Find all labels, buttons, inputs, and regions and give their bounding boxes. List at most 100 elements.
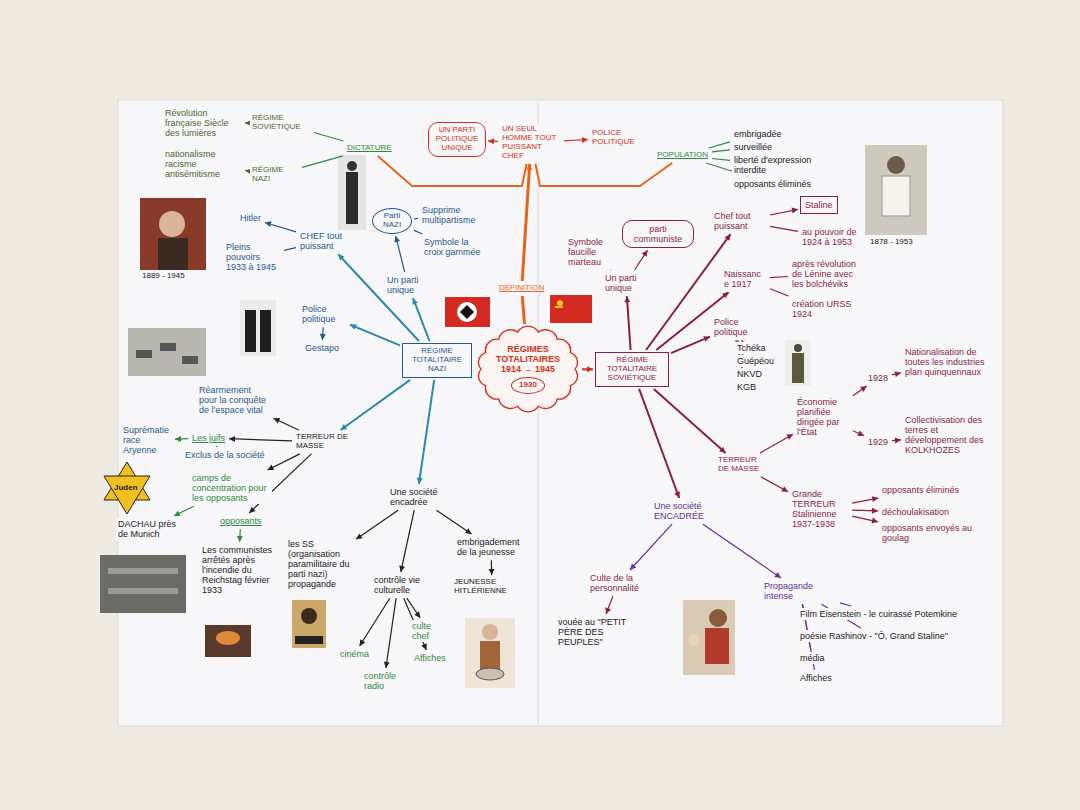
arrow-head	[350, 324, 357, 330]
connector-path	[419, 380, 434, 484]
arrow-head	[722, 292, 729, 298]
mindmap-text: Une société encadrée	[388, 486, 446, 508]
mindmap-text: NKVD	[735, 368, 764, 380]
node-text: Un parti unique	[605, 273, 647, 293]
mindmap-text: Un parti unique	[603, 272, 649, 294]
connector-arrow	[770, 208, 798, 216]
arrow-head	[338, 254, 344, 260]
arrow-head	[860, 386, 867, 392]
node-text: culte chef	[412, 621, 446, 641]
police-figure	[245, 310, 256, 352]
mindmap-text: 1928	[866, 372, 890, 384]
node-text: RÉGIME TOTALITAIRE SOVIÉTIQUE	[600, 356, 664, 383]
mindmap-text: poésie Rashinov - "Ô, Grand Staline"	[798, 630, 950, 642]
node-text: Un parti unique	[387, 275, 429, 295]
connector-path	[671, 337, 710, 353]
caption-label: Juden	[114, 484, 138, 493]
connector-arrow	[394, 236, 404, 272]
connector-arrow	[384, 598, 396, 668]
connector-path	[654, 389, 726, 453]
node-text: CHEF tout puissant	[300, 231, 352, 251]
connector-line	[216, 446, 218, 448]
node-text: TERREUR DE MASSE	[718, 456, 760, 474]
node-text: RÉGIME TOTALITAIRE NAZI	[407, 347, 467, 374]
connector-arrow	[436, 510, 471, 534]
connector-arrow	[624, 296, 630, 350]
node-text: camps de concentration pour les opposant…	[192, 473, 270, 503]
node-text: Affiches	[800, 673, 832, 683]
caption-label: 1889 - 1945	[142, 272, 185, 281]
connector-path	[360, 598, 390, 646]
node-text: Chef tout puissant	[714, 211, 766, 231]
node-text: Affiches	[414, 653, 446, 663]
hitler-portrait	[140, 198, 206, 270]
connector-arrow	[522, 164, 532, 281]
node-text: JEUNESSE HITLÉRIENNE	[454, 578, 530, 596]
node-text: UN SEUL HOMME TOUT PUISSANT CHEF	[502, 125, 560, 161]
poster-body	[705, 628, 729, 664]
mindmap-text: Tchéka	[735, 342, 768, 354]
mindmap-text: Une société ENCADRÉE	[652, 500, 716, 522]
connector-path	[341, 380, 411, 430]
arrow-head	[872, 508, 878, 514]
connector-line	[770, 289, 788, 296]
node-text: Staline	[805, 200, 833, 210]
mindmap-text: Un parti unique	[385, 274, 431, 296]
camp-bunk	[108, 568, 178, 574]
rounded-node: parti communiste	[622, 220, 694, 248]
connector-line	[535, 163, 672, 186]
connector-path	[840, 603, 851, 606]
mindmap-text: Culte de la personnalité	[588, 572, 648, 594]
node-text: 1930	[519, 381, 537, 390]
node-text: Parti NAZI	[380, 212, 404, 230]
arrow-head	[417, 478, 423, 484]
tank-shape	[160, 343, 176, 351]
node-text: DICTATURE	[347, 144, 392, 153]
propaganda-poster	[683, 600, 735, 675]
connector-arrow	[852, 496, 878, 503]
connector-arrow	[852, 508, 878, 514]
connector-path	[174, 506, 194, 516]
stalin-suit	[882, 176, 910, 216]
node-text: opposants envoyés au goulag	[882, 523, 978, 543]
arrow-head	[274, 418, 281, 423]
connector-line	[840, 603, 851, 606]
connector-arrow	[356, 510, 398, 539]
node-text: Symbole faucille marteau	[568, 237, 610, 267]
tank-shape	[136, 350, 152, 358]
soldier-photo	[785, 340, 811, 386]
connector-arrow	[407, 598, 420, 618]
arrow-head	[857, 431, 864, 437]
portrait-body	[158, 238, 188, 270]
arrow-head	[872, 518, 879, 524]
mindmap-text: contrôle radio	[362, 670, 406, 692]
connector-line	[744, 340, 745, 341]
connector-arrow	[892, 371, 901, 377]
mindmap-text: 1929	[866, 436, 890, 448]
underlined-heading: opposants	[218, 515, 264, 527]
connector-path	[350, 325, 400, 346]
arrow-head	[725, 234, 731, 241]
node-text: TERREUR DE MASSE	[296, 433, 352, 451]
node-text: au pouvoir de 1924 à 1953	[802, 227, 860, 247]
mindmap-text: Gestapo	[303, 342, 341, 354]
connector-path	[386, 598, 396, 668]
arrow-head	[781, 486, 788, 492]
connector-path	[302, 156, 343, 168]
node-text: embrigadement de la jeunesse	[457, 537, 525, 557]
node-text: Hitler	[240, 213, 261, 223]
standing-figure-photo	[338, 155, 366, 230]
node-text: vouée au "PETIT PÈRE DES PEUPLES"	[558, 617, 640, 647]
connector-arrow	[761, 477, 788, 492]
arrow-head	[356, 533, 363, 539]
connector-arrow	[853, 431, 864, 437]
mindmap-text: Police politique	[712, 316, 754, 338]
connector-path	[268, 454, 300, 470]
arrow-head	[268, 465, 275, 470]
node-text: Pleins pouvoirs 1933 à 1945	[226, 242, 280, 272]
arrow-head	[872, 496, 879, 502]
connector-arrow	[671, 336, 710, 353]
connector-path	[703, 524, 781, 578]
poster-head	[709, 609, 727, 627]
arrow-head	[229, 436, 235, 442]
